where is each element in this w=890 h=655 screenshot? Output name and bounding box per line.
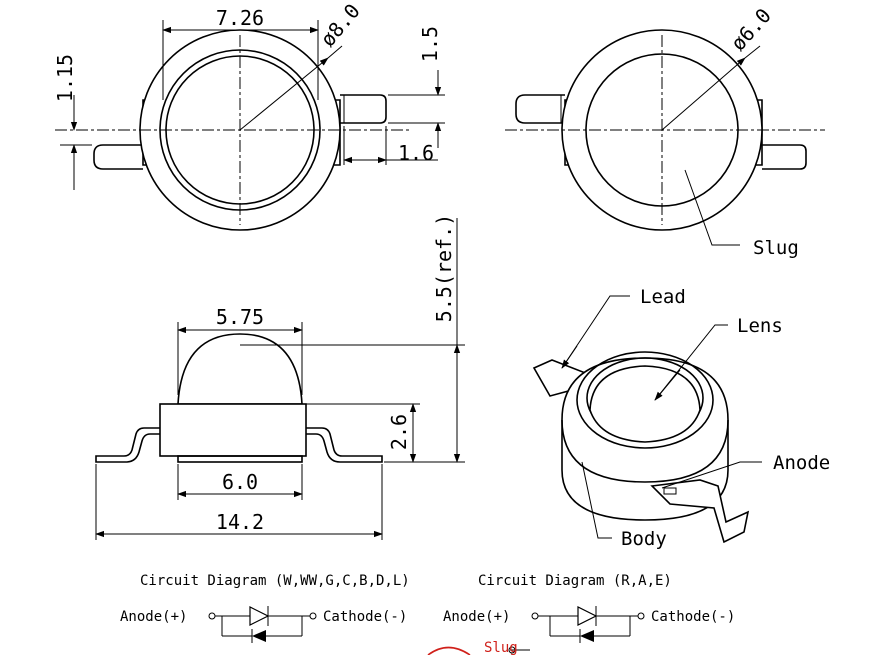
dim-lens-width: 5.75 bbox=[216, 305, 264, 329]
dim-width-top: 7.26 bbox=[216, 6, 264, 30]
side-lead-left bbox=[95, 427, 160, 463]
dim-total-height: 5.5(ref.) bbox=[432, 214, 456, 322]
dome-lens bbox=[177, 333, 303, 405]
dim-total-length: 14.2 bbox=[216, 510, 264, 534]
dim-pin-offset: 1.15 bbox=[53, 54, 77, 102]
side-body bbox=[159, 403, 307, 457]
circuit-anode-1: Anode(+) bbox=[120, 609, 187, 625]
dim-diameter-slug: ø6.0 bbox=[726, 3, 776, 55]
lead-pad-left bbox=[93, 144, 143, 170]
circuit-cathode-2: Cathode(-) bbox=[651, 609, 735, 625]
dim-lead-height: 1.5 bbox=[418, 26, 442, 62]
dim-lead-length: 1.6 bbox=[398, 141, 434, 165]
top-view-left: ø8.0 7.26 1.15 1.5 1.6 bbox=[53, 0, 445, 231]
dim-base-width: 6.0 bbox=[222, 470, 258, 494]
iso-lens-dome bbox=[589, 365, 701, 443]
side-lead-right bbox=[306, 427, 383, 463]
slug-accent-arc bbox=[427, 646, 471, 655]
circuit-anode-2: Anode(+) bbox=[443, 609, 510, 625]
isometric-view: Lead Lens Anode Body bbox=[532, 286, 830, 550]
circuit-diagram-1: Circuit Diagram (W,WW,G,C,B,D,L) Anode(+… bbox=[120, 573, 410, 643]
iso-lens-ring-outer bbox=[576, 351, 714, 449]
label-anode: Anode bbox=[773, 452, 830, 474]
label-slug: Slug bbox=[753, 237, 799, 259]
lead-pad-left-2 bbox=[515, 94, 565, 124]
side-base bbox=[177, 455, 303, 463]
lead-pad-right bbox=[340, 94, 387, 124]
circuit-title-1: Circuit Diagram (W,WW,G,C,B,D,L) bbox=[140, 573, 410, 589]
circuit-title-2: Circuit Diagram (R,A,E) bbox=[478, 573, 672, 589]
circuit-diagram-2: Circuit Diagram (R,A,E) Anode(+) Cathode… bbox=[427, 573, 735, 655]
dim-diameter-outer: ø8.0 bbox=[315, 0, 364, 51]
side-view: 5.75 6.0 14.2 2.6 5.5(ref.) bbox=[95, 214, 465, 540]
lead-pad-right-2 bbox=[762, 144, 807, 170]
circuit-slug-label: Slug bbox=[484, 640, 518, 655]
label-body: Body bbox=[621, 528, 667, 550]
label-lens: Lens bbox=[737, 315, 783, 337]
iso-anode-lead bbox=[650, 479, 750, 544]
label-lead: Lead bbox=[640, 286, 686, 308]
circuit-cathode-1: Cathode(-) bbox=[323, 609, 407, 625]
bottom-view-right: ø6.0 Slug bbox=[505, 3, 825, 259]
dim-body-height: 2.6 bbox=[387, 414, 411, 450]
